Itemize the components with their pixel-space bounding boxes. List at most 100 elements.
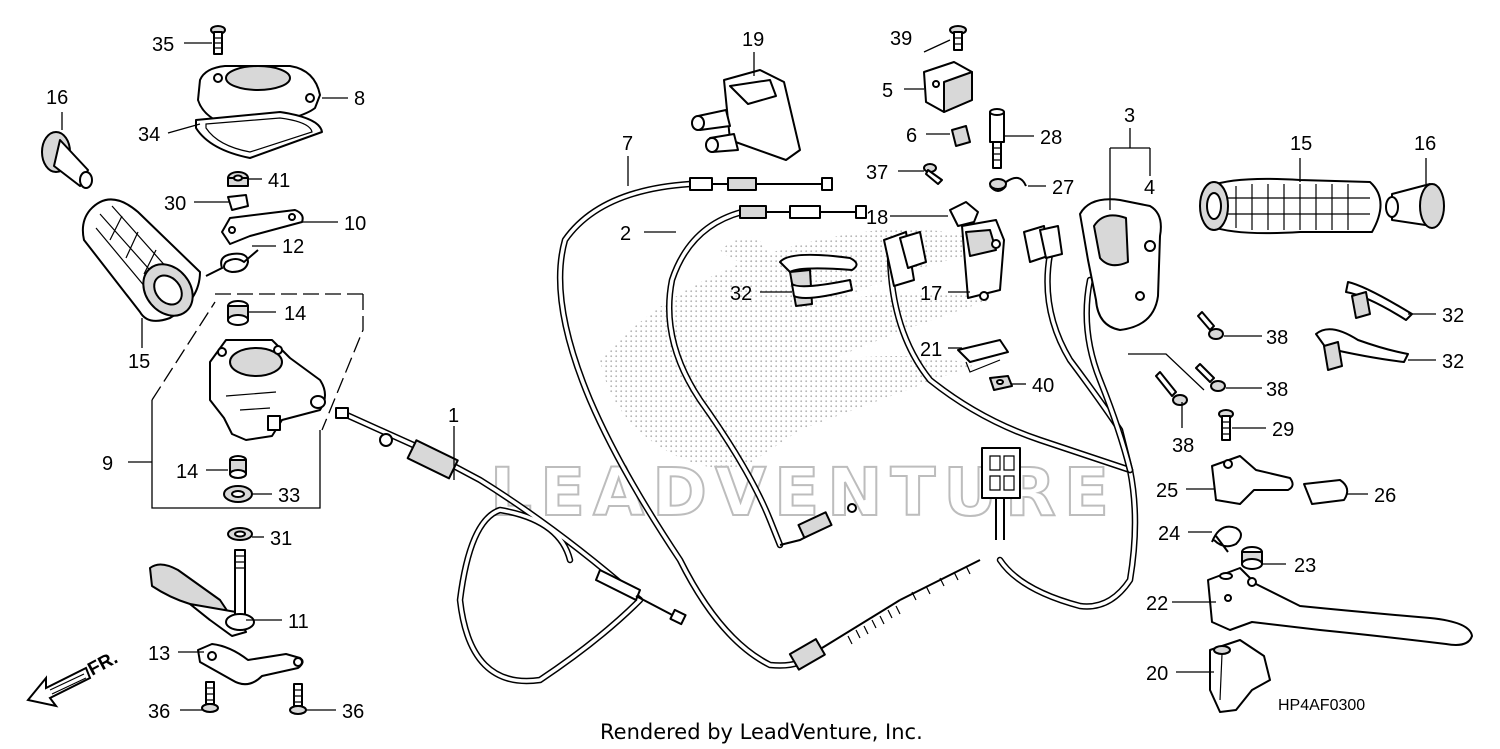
- callout-27: 27: [1052, 177, 1074, 199]
- part-7-cable: [556, 177, 981, 671]
- part-38-screw-a: [1197, 311, 1224, 340]
- callout-4: 4: [1144, 177, 1155, 199]
- part-16-grip-end-right: [1385, 183, 1445, 229]
- callout-22: 22: [1146, 593, 1168, 615]
- callout-31: 31: [270, 528, 292, 550]
- callout-2: 2: [620, 223, 631, 245]
- callout-38-c: 38: [1172, 435, 1194, 457]
- part-37-screw: [923, 163, 943, 185]
- callout-40: 40: [1032, 375, 1054, 397]
- part-40-nut: [989, 375, 1013, 391]
- callout-11: 11: [288, 611, 309, 633]
- part-20-lever-holder: [1209, 639, 1271, 713]
- callout-7: 7: [622, 133, 633, 155]
- callout-36-left: 36: [148, 701, 170, 723]
- callout-10: 10: [344, 213, 366, 235]
- part-41-nut: [227, 171, 249, 187]
- part-21-plate: [957, 339, 1009, 373]
- part-11-thumb-lever: [149, 549, 255, 637]
- callout-8: 8: [354, 88, 365, 110]
- group-9-dash-left: [151, 301, 216, 401]
- callout-38-b: 38: [1266, 379, 1288, 401]
- part-24-spring: [1211, 525, 1242, 553]
- callout-16-left: 16: [46, 87, 68, 109]
- part-30-lock-washer: [227, 194, 249, 211]
- callout-28: 28: [1040, 127, 1062, 149]
- part-23-collar: [1241, 546, 1263, 570]
- callout-39: 39: [890, 28, 912, 50]
- part-19-connector-cover: [691, 69, 801, 161]
- callout-35: 35: [152, 34, 174, 56]
- callout-24: 24: [1158, 523, 1180, 545]
- part-36-bolt-right: [289, 683, 307, 715]
- part-6-clip: [951, 125, 971, 147]
- watermark-text: LEADVENTURE: [490, 454, 1117, 531]
- part-32-band-middle: [779, 253, 858, 307]
- part-32-band-right-top: [1345, 281, 1413, 321]
- switch-wiring-harness: [883, 225, 1139, 610]
- leader-lines: [61, 39, 1436, 711]
- part-10-throttle-arm: [221, 209, 304, 245]
- callout-30: 30: [164, 193, 186, 215]
- callout-29: 29: [1272, 419, 1294, 441]
- callout-32-middle: 32: [730, 283, 752, 305]
- callout-6: 6: [906, 125, 917, 147]
- callout-38-a: 38: [1266, 327, 1288, 349]
- credit-text: Rendered by LeadVenture, Inc.: [600, 720, 923, 744]
- callout-16-right: 16: [1414, 133, 1436, 155]
- part-16-grip-end-left: [41, 131, 93, 189]
- part-39-screw: [949, 25, 967, 51]
- callout-26: 26: [1374, 485, 1396, 507]
- part-14-collar-top: [227, 300, 249, 326]
- front-direction-arrow: [26, 666, 92, 708]
- part-35-screw: [210, 25, 226, 55]
- part-28-bolt: [989, 108, 1005, 169]
- callout-3: 3: [1124, 105, 1135, 127]
- part-15-grip-left: [81, 198, 201, 322]
- callout-36-right: 36: [342, 701, 364, 723]
- part-31-washer: [227, 527, 253, 541]
- callout-25: 25: [1156, 480, 1178, 502]
- callout-20: 20: [1146, 663, 1168, 685]
- callout-21: 21: [920, 339, 942, 361]
- part-1-throttle-cable: [335, 407, 687, 685]
- part-9-throttle-housing: [209, 339, 326, 441]
- part-5-relay: [923, 61, 973, 113]
- part-13-clamp: [197, 643, 304, 686]
- callout-37: 37: [866, 162, 888, 184]
- part-3-switch-housing: [1079, 198, 1162, 331]
- callout-23: 23: [1294, 555, 1316, 577]
- callout-19: 19: [742, 29, 764, 51]
- bracket-38: [1128, 353, 1205, 391]
- part-8-throttle-cover: [197, 65, 321, 129]
- callout-32-right-top: 32: [1442, 305, 1464, 327]
- callout-33: 33: [278, 485, 300, 507]
- part-17-switch-assembly: [961, 219, 1005, 301]
- callout-14-bottom: 14: [176, 461, 198, 483]
- part-25-brake-switch-bracket: [1211, 455, 1294, 505]
- part-27-spring: [989, 176, 1027, 192]
- callout-5: 5: [882, 80, 893, 102]
- part-14-collar-bottom: [229, 455, 247, 479]
- callout-numbers: 35 8 16 34 41 30 10 12 14 15 9 14 33 31 …: [46, 28, 1464, 723]
- watermark-wing-logo: [600, 229, 990, 470]
- group-9-dash-right: [321, 294, 364, 431]
- diagram-code: HP4AF0300: [1278, 697, 1365, 714]
- callout-18: 18: [866, 207, 888, 229]
- part-15-grip-right: [1199, 177, 1382, 235]
- callout-41: 41: [268, 170, 290, 192]
- callout-12: 12: [282, 236, 304, 258]
- part-22-brake-lever: [1207, 567, 1473, 646]
- callout-9: 9: [102, 453, 113, 475]
- callout-34: 34: [138, 124, 160, 146]
- part-38-screw-b: [1195, 363, 1226, 392]
- part-36-bolt-left: [201, 681, 219, 713]
- part-26-lever-cap: [1303, 479, 1349, 505]
- part-38-screw-c: [1155, 371, 1188, 406]
- callout-15-left: 15: [128, 351, 150, 373]
- part-33-seal: [223, 485, 253, 503]
- part-29-bolt: [1218, 409, 1234, 441]
- callout-13: 13: [148, 643, 170, 665]
- callout-15-right: 15: [1290, 133, 1312, 155]
